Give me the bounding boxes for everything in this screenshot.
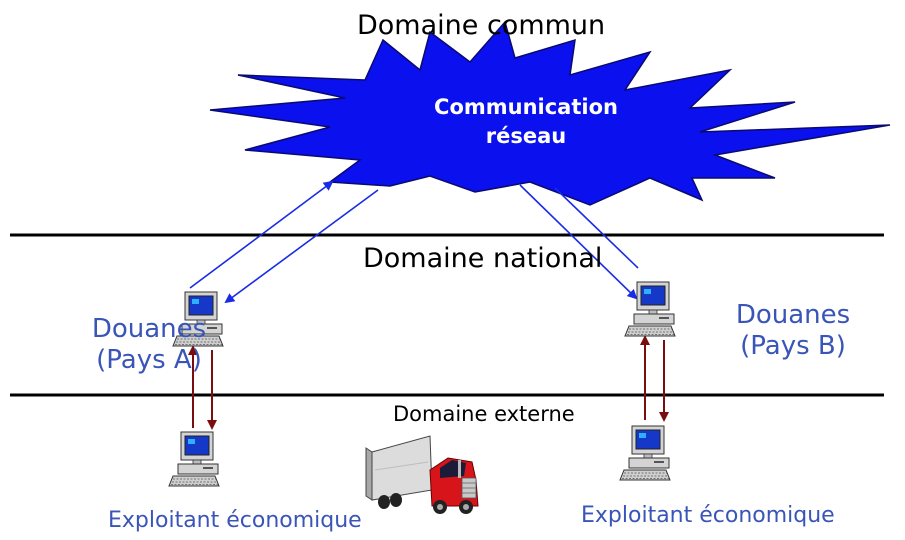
domain-national-label: Domaine national [363, 243, 603, 274]
network-label-line2: réseau [485, 124, 567, 149]
customs-a-label: Douanes (Pays A) [74, 314, 224, 376]
arrow-cloud-to-a [224, 189, 379, 304]
domain-common-label: Domaine commun [357, 10, 606, 41]
operator-right-label: Exploitant économique [581, 503, 835, 528]
arrow-a-to-cloud [189, 180, 334, 289]
customs-a-line2: (Pays A) [96, 345, 202, 376]
computer-operator-b-icon [619, 425, 671, 481]
arrow-cloud-to-b-1 [519, 184, 638, 300]
customs-b-line1: Douanes [735, 300, 851, 330]
network-cloud [209, 20, 891, 206]
customs-b-label: Douanes (Pays B) [718, 300, 868, 362]
truck-icon [365, 435, 479, 514]
domain-external-label: Domaine externe [393, 402, 575, 426]
network-label: Communication réseau [422, 93, 630, 152]
computer-operator-a-icon [168, 431, 220, 487]
network-label-line1: Communication [434, 95, 618, 119]
customs-b-line2: (Pays B) [740, 331, 846, 362]
operator-left-label: Exploitant économique [108, 508, 362, 533]
computer-customs-b-icon [624, 281, 676, 337]
customs-a-line1: Douanes [91, 314, 207, 344]
arrow-cloud-to-b-2 [554, 187, 639, 269]
